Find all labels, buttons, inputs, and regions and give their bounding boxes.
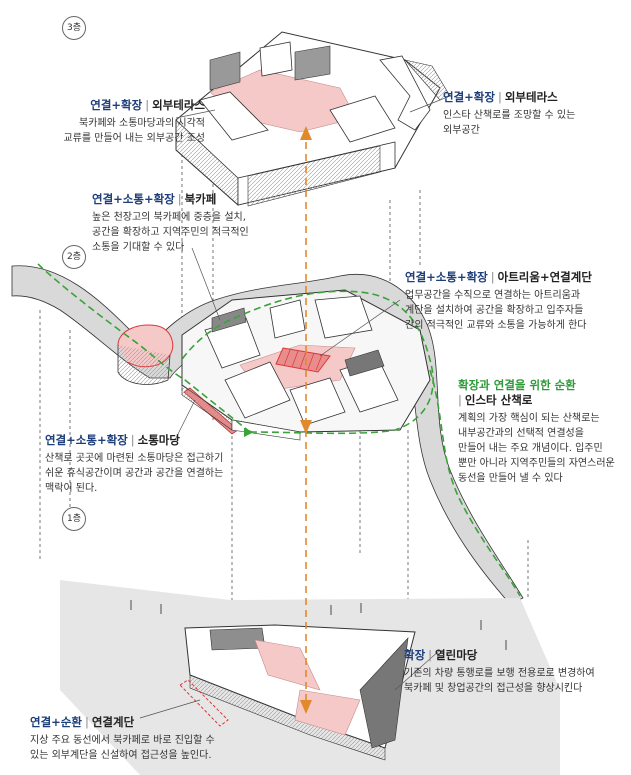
separator: | (145, 98, 150, 112)
desc-line: 산책로 곳곳에 마련된 소통마당은 접근하기 (45, 453, 224, 464)
tag: 연결+확장 (90, 98, 143, 112)
tag: 연결+소통+확장 (92, 192, 175, 206)
annotation-atrium: 연결+소통+확장|아트리움+연결계단 업무공간을 수직으로 연결하는 아트리움과… (405, 270, 627, 333)
desc-line: 계획의 가장 핵심이 되는 산책로는 (458, 413, 600, 424)
desc-line: 업무공간을 수직으로 연결하는 아트리움과 (405, 290, 581, 301)
desc-line: 내부공간과의 선택적 연결성을 (458, 428, 584, 439)
desc-line: 공간을 확장하고 지역주민의 적극적인 (92, 227, 249, 238)
tag: 연결+순환 (30, 715, 82, 729)
tag: 연결+확장 (443, 90, 495, 104)
separator: | (497, 90, 502, 104)
title: 인스타 산책로 (464, 393, 533, 407)
desc-line: 있는 외부계단을 신설하여 접근성을 높인다. (30, 750, 212, 761)
desc-line: 동선을 만들어 낼 수 있다 (458, 473, 563, 484)
separator: | (177, 192, 182, 206)
desc-line: 간의 적극적인 교류와 소통을 가능하게 한다 (405, 320, 587, 331)
tag: 연결+소통+확장 (405, 270, 488, 284)
title: 아트리움+연결계단 (497, 270, 592, 284)
title: 소통마당 (137, 433, 180, 447)
desc-line: 뿐만 아니라 지역주민들의 자연스러운 (458, 458, 615, 469)
desc-line: 만들어 내는 주요 개념이다. 입주민 (458, 443, 603, 454)
floor-3-model (175, 31, 451, 207)
annotation-terrace-right: 연결+확장|외부테라스 인스타 산책로를 조망할 수 있는 외부공간 (443, 90, 623, 138)
annotation-terrace-left: 연결+확장|외부테라스 북카페와 소통마당과의 시각적 교류를 만들어 내는 외… (45, 98, 205, 146)
desc-line: 지상 주요 동선에서 북카페로 바로 진입할 수 (30, 735, 215, 746)
floor-1-badge: 1층 (62, 507, 86, 531)
desc-line: 교류를 만들어 내는 외부공간 조성 (63, 133, 205, 144)
tag: 확장과 연결을 위한 순환 (458, 378, 576, 392)
floor-3-badge: 3층 (62, 16, 86, 40)
title: 북카페 (184, 192, 217, 206)
separator: | (458, 393, 462, 407)
annotation-book-cafe: 연결+소통+확장|북카페 높은 천장고의 북카페에 중층을 설치, 공간을 확장… (92, 192, 292, 255)
desc-line: 소통을 기대할 수 있다 (92, 242, 185, 253)
separator: | (490, 270, 495, 284)
desc-line: 기존의 차량 통행로를 보행 전용로로 변경하여 (404, 668, 595, 679)
annotation-stair: 연결+순환|연결계단 지상 주요 동선에서 북카페로 바로 진입할 수 있는 외… (30, 715, 255, 763)
annotation-madang: 연결+소통+확장|소통마당 산책로 곳곳에 마련된 소통마당은 접근하기 쉬운 … (45, 433, 270, 496)
annotation-open-madang: 확장|열린마당 기존의 차량 통행로를 보행 전용로로 변경하여 북카페 및 창… (404, 648, 629, 696)
leader-lines (139, 99, 441, 719)
floor-1-model (60, 580, 560, 775)
title: 외부테라스 (152, 98, 205, 112)
tag: 확장 (404, 648, 426, 662)
tag: 연결+소통+확장 (45, 433, 128, 447)
title: 외부테라스 (504, 90, 558, 104)
desc-line: 맥락이 된다. (45, 483, 98, 494)
separator: | (84, 715, 89, 729)
desc-line: 쉬운 휴식공간이며 공간과 공간을 연결하는 (45, 468, 224, 479)
separator: | (428, 648, 433, 662)
annotation-insta-walk: 확장과 연결을 위한 순환 |인스타 산책로 계획의 가장 핵심이 되는 산책로… (458, 378, 628, 486)
title: 열린마당 (435, 648, 478, 662)
desc-line: 북카페 및 창업공간의 접근성을 향상시킨다 (404, 683, 583, 694)
floor-2-badge: 2층 (62, 245, 86, 269)
desc-line: 북카페와 소통마당과의 시각적 (79, 118, 205, 129)
desc-line: 높은 천장고의 북카페에 중층을 설치, (92, 212, 246, 223)
desc-line: 계단을 설치하여 공간을 확장하고 입주자들 (405, 305, 584, 316)
title: 연결계단 (91, 715, 135, 729)
desc-line: 인스타 산책로를 조망할 수 있는 (443, 110, 576, 121)
separator: | (130, 433, 135, 447)
vertical-connection-axis (300, 126, 312, 714)
desc-line: 외부공간 (443, 125, 480, 136)
